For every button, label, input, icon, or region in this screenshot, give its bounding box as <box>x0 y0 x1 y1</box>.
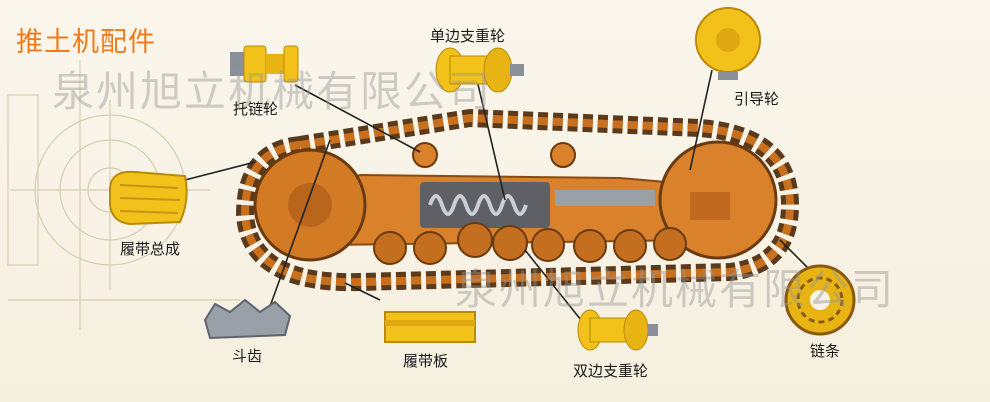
label-single-flange-roller: 单边支重轮 <box>430 27 506 45</box>
watermark-bottom: 泉州旭立机械有限公司 <box>455 265 896 314</box>
top-carrier-rollers <box>412 142 576 168</box>
track-chain-loop <box>235 108 800 292</box>
carrier-roller-part <box>230 45 299 83</box>
track-shoe-part <box>384 311 476 343</box>
track-chain-part <box>784 264 856 336</box>
sprocket-wheel <box>253 148 367 262</box>
single-flange-roller-part <box>435 47 524 93</box>
bottom-rollers <box>373 222 687 265</box>
label-track-shoe: 履带板 <box>403 352 449 370</box>
leader-lines <box>184 69 809 326</box>
label-track-chain: 链条 <box>810 342 841 360</box>
label-double-flange-roller: 双边支重轮 <box>573 362 649 380</box>
sprocket-segment-part <box>203 298 292 340</box>
double-flange-roller-part <box>577 309 658 351</box>
track-frame <box>283 173 737 247</box>
label-carrier-roller: 托链轮 <box>233 100 279 118</box>
label-track-assembly: 履带总成 <box>120 240 181 258</box>
watermark-top: 泉州旭立机械有限公司 <box>52 67 493 116</box>
idler-wheel <box>658 140 778 260</box>
label-sprocket-segment: 斗齿 <box>232 347 263 365</box>
idler-part <box>695 7 761 80</box>
track-assembly-part <box>109 170 188 226</box>
page-title: 推土机配件 <box>16 27 156 58</box>
label-idler: 引导轮 <box>734 90 780 108</box>
